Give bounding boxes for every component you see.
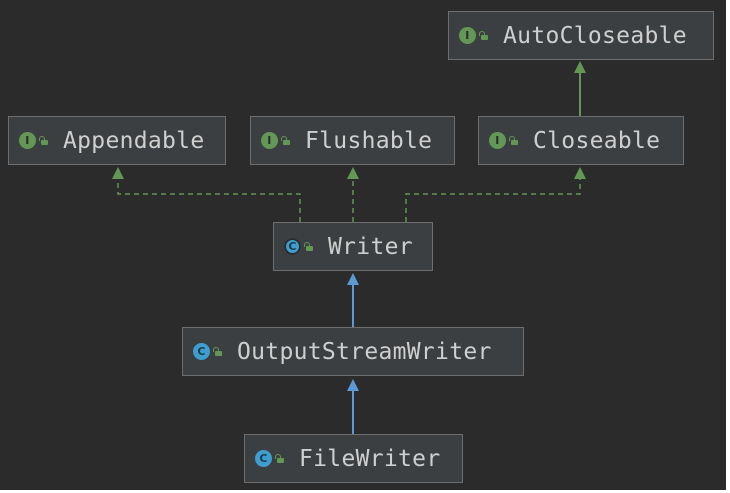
node-filewriter[interactable]: C FileWriter (244, 434, 463, 483)
arrowhead-appendable (112, 167, 124, 179)
node-closeable[interactable]: I Closeable (478, 116, 684, 165)
node-label: OutputStreamWriter (237, 338, 492, 365)
node-label: FileWriter (299, 445, 441, 472)
arrowhead-flushable (347, 167, 359, 179)
lock-icon (281, 136, 291, 145)
node-label: Writer (328, 233, 413, 260)
edge-writer-appendable (117, 178, 301, 222)
arrowhead-closeable (574, 167, 586, 179)
arrowhead-outputstreamwriter (347, 379, 359, 391)
interface-icon: I (261, 132, 278, 149)
arrowhead-autocloseable (574, 61, 586, 73)
node-outputstreamwriter[interactable]: C OutputStreamWriter (182, 327, 524, 376)
node-label: Closeable (533, 127, 661, 154)
node-flushable[interactable]: I Flushable (250, 116, 455, 165)
class-icon: C (255, 450, 272, 467)
lock-icon (509, 136, 519, 145)
arrowhead-writer (347, 273, 359, 285)
class-icon: C (193, 343, 210, 360)
lock-icon (39, 136, 49, 145)
lock-icon (213, 347, 223, 356)
node-writer[interactable]: C Writer (273, 222, 433, 271)
node-autocloseable[interactable]: I AutoCloseable (448, 11, 714, 60)
lock-icon (479, 31, 489, 40)
lock-icon (275, 454, 285, 463)
interface-icon: I (489, 132, 506, 149)
interface-icon: I (459, 27, 476, 44)
lock-icon (304, 242, 314, 251)
node-label: Flushable (305, 127, 433, 154)
node-label: Appendable (63, 127, 205, 154)
interface-icon: I (19, 132, 36, 149)
edge-writer-closeable (405, 178, 581, 222)
node-label: AutoCloseable (503, 22, 687, 49)
node-appendable[interactable]: I Appendable (8, 116, 226, 165)
abstract-class-icon: C (284, 238, 301, 255)
